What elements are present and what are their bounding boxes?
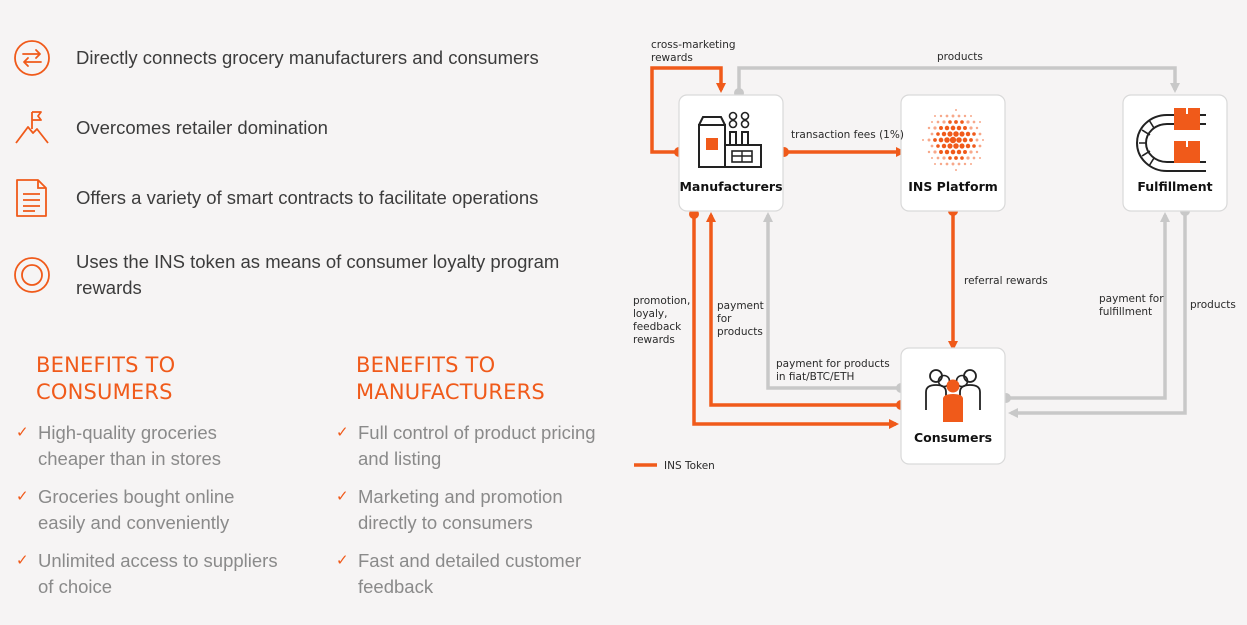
list-item: ✓Full control of product pricing and lis… [336,422,596,469]
fulfillment-node: Fulfillment [1122,94,1228,212]
feature-text: Uses the INS token as means of consumer … [76,251,560,298]
node-label-platform: INS Platform [908,179,998,194]
node-label-manufacturers: Manufacturers [679,179,782,194]
ins-platform-logo-icon [922,109,984,171]
label-referral-rewards: referral rewards [964,275,1048,287]
label-payment-fiat: payment for products [776,358,890,370]
label-payment-fulfillment: fulfillment [1099,306,1152,318]
benefits-manufacturers-list: ✓Full control of product pricing and lis… [336,420,598,612]
promotion-rewards-flow [692,214,899,429]
feature-item: Directly connects grocery manufacturers … [12,38,616,78]
list-item: ✓Fast and detailed customer feedback [336,550,582,597]
feature-item: Overcomes retailer domination [12,108,616,148]
label-promotion: loyaly, [633,308,667,320]
label-promotion: promotion, [633,295,690,307]
check-icon: ✓ [336,552,349,569]
legend-label: INS Token [664,460,715,472]
check-icon: ✓ [336,424,349,441]
label-transaction-fees: transaction fees (1%) [791,129,904,141]
manufacturers-node: Manufacturers [678,94,784,212]
consumers-node: Consumers [900,347,1006,465]
conveyor-icon [1136,108,1206,172]
label-promotion: feedback [633,321,682,333]
payment-fulfillment-flow [1006,212,1170,400]
feature-item: Uses the INS token as means of consumer … [12,249,616,301]
feature-item: Offers a variety of smart contracts to f… [12,178,616,218]
label-payment-fulfillment: payment for [1099,293,1164,305]
label-payment-products: payment [717,300,764,312]
list-item: ✓Groceries bought online easily and conv… [16,486,235,533]
feature-text: Offers a variety of smart contracts to f… [76,187,539,208]
benefits-manufacturers-title: BENEFITS TO MANUFACTURERS [356,353,545,404]
label-cross-marketing: cross-marketing [651,39,736,51]
label-promotion: rewards [633,334,675,346]
label-products-right: products [1190,299,1236,311]
check-icon: ✓ [16,488,29,505]
label-payment-products: products [717,326,763,338]
mountain-flag-icon [12,108,52,148]
label-cross-marketing: rewards [651,52,693,64]
feature-text: Overcomes retailer domination [76,117,328,138]
list-item: ✓High-quality groceries cheaper than in … [16,422,222,469]
products-flow-top [737,66,1180,93]
check-icon: ✓ [16,552,29,569]
node-label-fulfillment: Fulfillment [1137,179,1212,194]
cross-marketing-flow [650,66,726,154]
feature-text: Directly connects grocery manufacturers … [76,47,539,68]
people-group-icon [925,369,981,422]
label-payment-products: for [717,313,732,325]
check-icon: ✓ [16,424,29,441]
benefits-consumers-list: ✓High-quality groceries cheaper than in … [16,420,278,612]
products-flow-right [1008,211,1187,418]
factory-icon [698,111,762,168]
benefits-consumers-title: BENEFITS TO CONSUMERS [36,353,176,404]
check-icon: ✓ [336,488,349,505]
document-icon [12,178,52,218]
payment-products-flow [706,212,901,407]
arrows-exchange-icon [12,38,52,78]
token-coin-icon [12,255,52,295]
payment-fiat-flow [763,212,901,390]
node-label-consumers: Consumers [914,430,992,445]
legend: INS Token [634,460,715,472]
label-products-top: products [937,51,983,63]
list-item: ✓Unlimited access to suppliers of choice [16,550,278,597]
list-item: ✓Marketing and promotion directly to con… [336,486,563,533]
label-payment-fiat: in fiat/BTC/ETH [776,371,854,383]
platform-node: INS Platform [900,94,1006,212]
